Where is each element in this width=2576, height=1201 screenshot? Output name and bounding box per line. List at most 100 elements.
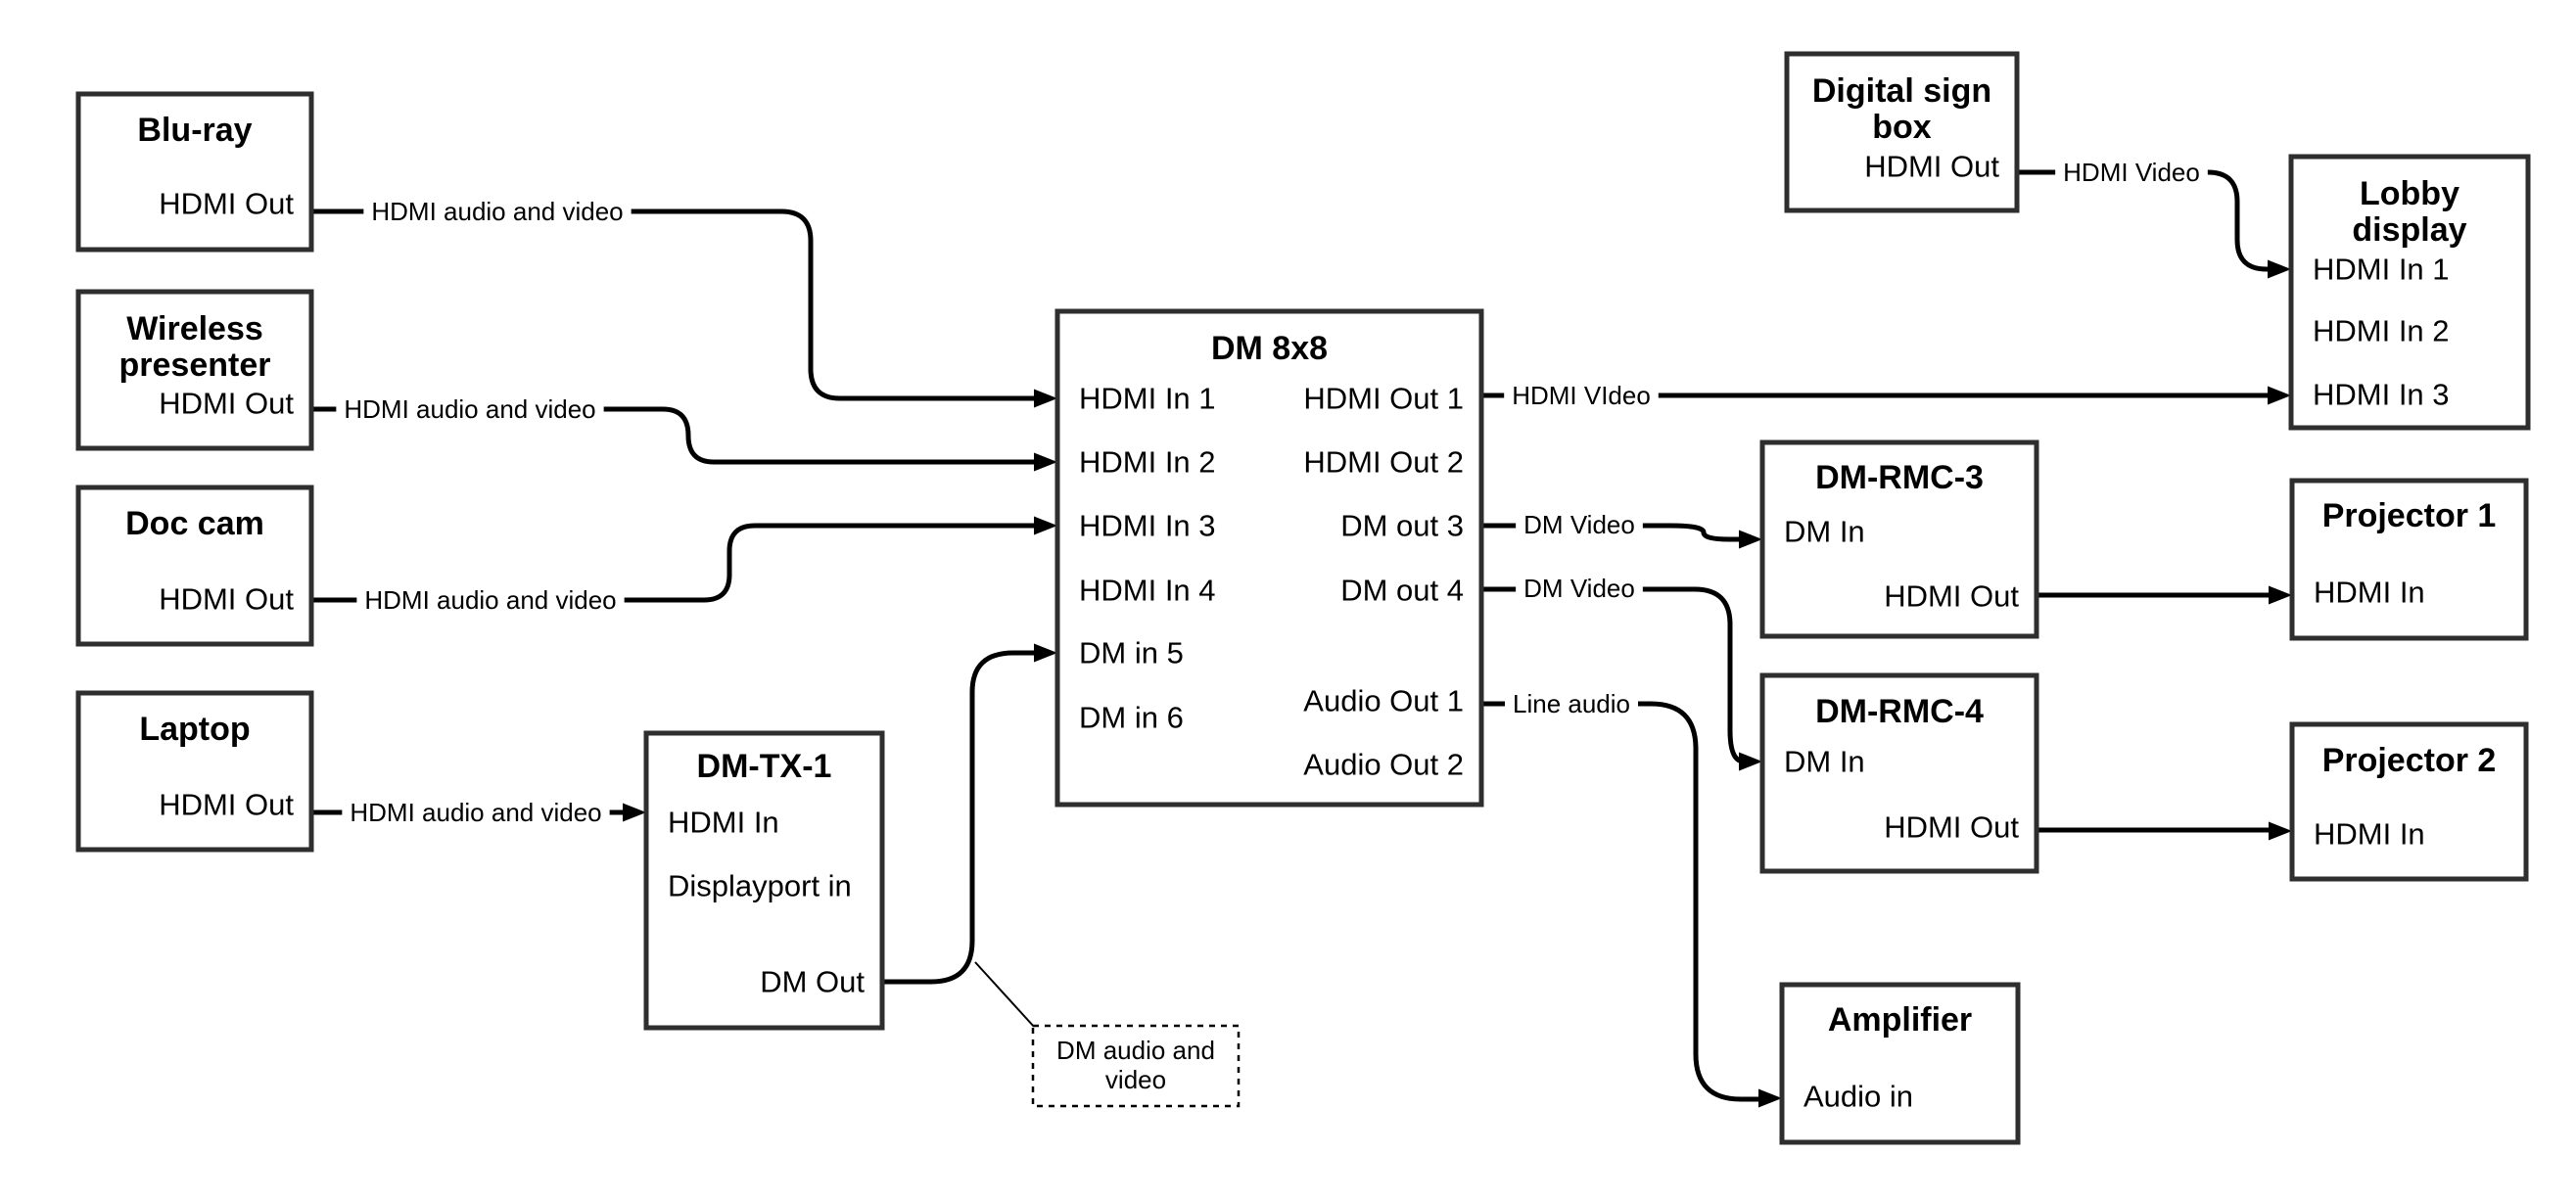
wire-path-dm-out-3-to-rmc3 xyxy=(1481,523,1741,542)
port-dm-8x8-dm-in-5: DM in 5 xyxy=(1079,636,1184,670)
arrowhead-rmc4-to-projector-2 xyxy=(2269,821,2292,841)
port-dm-rmc-4-dm-in: DM In xyxy=(1784,745,1865,779)
wire-label-text-label-doccam: HDMI audio and video xyxy=(364,585,616,615)
wire-doccam-to-hdmi-in-3 xyxy=(311,516,1057,603)
port-lobby-display-hdmi-in-2: HDMI In 2 xyxy=(2313,314,2450,348)
wire-label-bg-label-line-audio xyxy=(1505,686,1638,721)
wire-label-text-label-hdmi-video-sign: HDMI Video xyxy=(2063,158,2200,187)
wire-label-label-line-audio: Line audio xyxy=(1505,686,1638,721)
annotation-text-line-2: video xyxy=(1105,1065,1166,1094)
node-title-dm-rmc-3-line-1: DM-RMC-3 xyxy=(1815,459,1984,496)
arrowhead-dm-out-4-to-rmc4 xyxy=(1739,752,1762,771)
wire-path-audio-out-1-to-amplifier xyxy=(1480,701,1762,1102)
arrowhead-signbox-to-lobby xyxy=(2268,259,2291,279)
port-dm-8x8-hdmi-out-1: HDMI Out 1 xyxy=(1303,382,1464,416)
port-dm-8x8-dm-out-4: DM out 4 xyxy=(1340,574,1464,608)
port-laptop-hdmi-out: HDMI Out xyxy=(159,788,294,822)
node-title-projector-2-line-1: Projector 2 xyxy=(2322,742,2497,779)
wire-dm-out-3-to-rmc3 xyxy=(1481,523,1762,549)
node-title-projector-1-line-1: Projector 1 xyxy=(2322,497,2497,534)
node-box-projector-1 xyxy=(2289,478,2529,641)
node-box-doc-cam xyxy=(75,485,314,647)
wire-path-wireless-to-hdmi-in-2 xyxy=(311,406,1036,465)
node-box-dm-rmc-4 xyxy=(1759,672,2039,874)
port-dm-8x8-hdmi-in-4: HDMI In 4 xyxy=(1079,574,1216,608)
port-wireless-presenter-hdmi-out: HDMI Out xyxy=(159,387,294,421)
wire-label-bg-label-bluray xyxy=(363,194,632,229)
port-lobby-display-hdmi-in-1: HDMI In 1 xyxy=(2313,253,2450,287)
port-dm-rmc-3-dm-in: DM In xyxy=(1784,515,1865,549)
node-title-wireless-presenter-line-1: Wireless xyxy=(126,310,263,347)
wire-label-text-label-line-audio: Line audio xyxy=(1513,689,1630,718)
port-dm-rmc-3-hdmi-out: HDMI Out xyxy=(1884,579,2019,614)
wire-label-text-label-dm-video-3: DM Video xyxy=(1523,510,1635,539)
arrowhead-rmc3-to-projector-1 xyxy=(2269,585,2292,605)
node-box-laptop xyxy=(75,690,314,853)
node-box-blu-ray xyxy=(75,91,314,253)
node-title-blu-ray-line-1: Blu-ray xyxy=(137,112,252,149)
wire-label-bg-label-laptop xyxy=(342,795,610,830)
node-title-digital-sign-box-line-2: box xyxy=(1872,109,1932,146)
port-dm-8x8-hdmi-in-1: HDMI In 1 xyxy=(1079,382,1216,416)
arrowhead-laptop-to-dmtx xyxy=(623,803,646,822)
arrowhead-wireless-to-hdmi-in-2 xyxy=(1034,452,1057,472)
node-title-laptop-line-1: Laptop xyxy=(139,711,250,748)
port-amplifier-audio-in: Audio in xyxy=(1803,1080,1913,1114)
wire-label-label-laptop: HDMI audio and video xyxy=(342,795,610,830)
arrowhead-doccam-to-hdmi-in-3 xyxy=(1034,516,1057,535)
port-dm-8x8-audio-out-1: Audio Out 1 xyxy=(1303,684,1464,718)
node-title-dm-tx-1-line-1: DM-TX-1 xyxy=(697,748,832,785)
node-box-wireless-presenter xyxy=(75,289,314,451)
node-title-dm-rmc-4-line-1: DM-RMC-4 xyxy=(1815,693,1984,730)
wire-path-signbox-to-lobby xyxy=(2017,169,2270,272)
port-dm-tx-1-displayport-in: Displayport in xyxy=(668,869,852,903)
wire-rmc3-to-projector-1 xyxy=(2037,585,2292,605)
wire-label-bg-label-dm-video-3 xyxy=(1516,507,1643,542)
arrowhead-bluray-to-hdmi-in-1 xyxy=(1034,389,1057,408)
port-blu-ray-hdmi-out: HDMI Out xyxy=(159,187,294,221)
wire-label-label-wireless: HDMI audio and video xyxy=(336,392,604,427)
annotation-leader-line xyxy=(974,961,1036,1029)
port-lobby-display-hdmi-in-3: HDMI In 3 xyxy=(2313,378,2450,412)
node-title-doc-cam-line-1: Doc cam xyxy=(125,505,264,542)
wire-path-dm-out-4-to-rmc4 xyxy=(1481,586,1745,764)
node-title-wireless-presenter-line-2: presenter xyxy=(119,346,271,384)
node-box-lobby-display xyxy=(2288,154,2531,431)
node-title-dm-8x8-line-1: DM 8x8 xyxy=(1211,330,1328,367)
wire-label-bg-label-dm-video-4 xyxy=(1516,571,1643,606)
wire-label-text-label-hdmi-video-long: HDMI VIdeo xyxy=(1512,381,1651,410)
node-box-projector-2 xyxy=(2289,721,2529,882)
wire-label-text-label-bluray: HDMI audio and video xyxy=(371,197,623,226)
port-dm-8x8-hdmi-in-2: HDMI In 2 xyxy=(1079,445,1216,480)
port-dm-8x8-hdmi-in-3: HDMI In 3 xyxy=(1079,509,1216,543)
port-dm-tx-1-hdmi-in: HDMI In xyxy=(668,806,779,840)
wire-bluray-to-hdmi-in-1 xyxy=(311,208,1057,408)
wire-label-label-dm-video-3: DM Video xyxy=(1516,507,1643,542)
port-dm-8x8-dm-in-6: DM in 6 xyxy=(1079,701,1184,735)
annotation-box xyxy=(1031,1024,1241,1108)
wire-label-bg-label-doccam xyxy=(356,582,625,618)
node-box-dm-8x8 xyxy=(1054,308,1484,808)
port-digital-sign-box-hdmi-out: HDMI Out xyxy=(1864,150,1999,184)
wire-wireless-to-hdmi-in-2 xyxy=(311,406,1057,472)
wire-rmc4-to-projector-2 xyxy=(2037,821,2292,841)
node-title-lobby-display-line-1: Lobby xyxy=(2360,175,2459,212)
wire-signbox-to-lobby xyxy=(2017,169,2291,279)
arrowhead-dm-out-3-to-rmc3 xyxy=(1739,530,1762,549)
node-box-digital-sign-box xyxy=(1784,51,2020,213)
wire-label-text-label-dm-video-4: DM Video xyxy=(1523,574,1635,603)
wire-label-label-hdmi-video-long: HDMI VIdeo xyxy=(1504,378,1659,413)
arrowhead-audio-out-1-to-amplifier xyxy=(1758,1088,1782,1108)
wire-label-text-label-laptop: HDMI audio and video xyxy=(350,798,601,827)
port-dm-8x8-hdmi-out-2: HDMI Out 2 xyxy=(1303,445,1464,480)
